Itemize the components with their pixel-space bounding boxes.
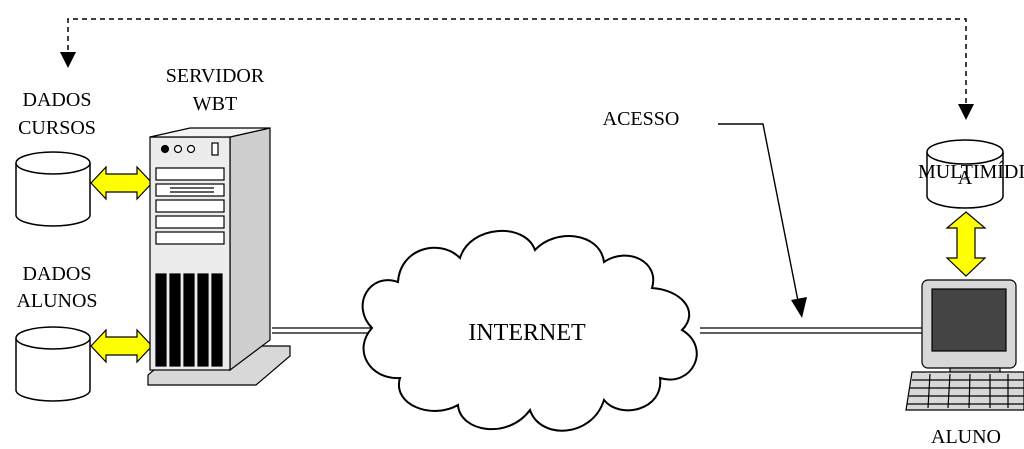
dados-alunos-database-icon [15,326,91,402]
label-servidor: SERVIDOR [166,65,265,87]
label-aluno: ALUNO [931,426,1001,448]
multimidia-database-icon [926,139,1004,209]
dashed-link [67,18,967,105]
label-dados-alunos-2: ALUNOS [16,290,97,312]
label-acesso: ACESSO [603,108,680,130]
acesso-pointer-line [718,123,800,307]
double-arrow-cursos [90,165,153,201]
double-arrow-multimidia [945,211,987,277]
server-tower-icon [147,127,291,386]
label-wbt: WBT [193,93,237,115]
label-dados-cursos-1: DADOS [23,89,92,111]
link-server-internet [272,327,372,334]
label-dados-alunos-1: DADOS [23,263,92,285]
link-internet-aluno [700,327,922,334]
acesso-pointer-arrowhead [791,297,807,318]
internet-cloud-icon [361,229,698,432]
dashed-arrowhead-right [958,104,974,120]
label-multimidia-a: A [958,167,973,189]
dashed-arrowhead-left [60,52,76,68]
double-arrow-alunos [90,328,153,364]
label-multimidia: MULTIMÍDI [918,160,1024,183]
dados-cursos-database-icon [15,151,91,227]
label-internet: INTERNET [468,320,586,346]
aluno-computer-icon [905,279,1024,411]
label-dados-cursos-2: CURSOS [18,117,96,139]
